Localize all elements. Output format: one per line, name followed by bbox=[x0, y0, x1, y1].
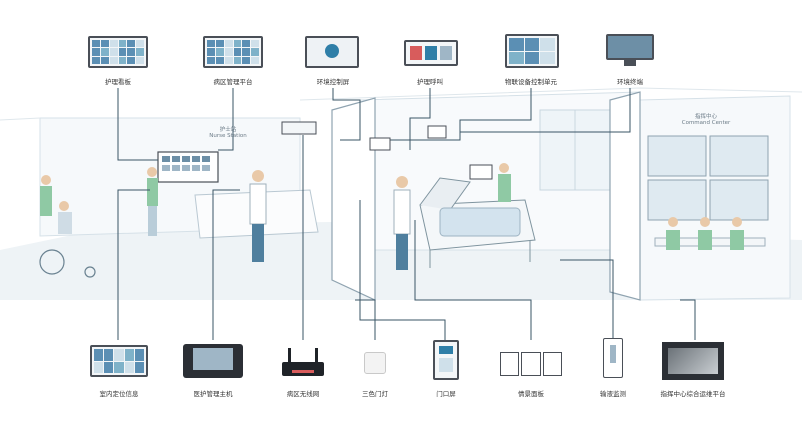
indoor-positioning-label: 室内定位信息 bbox=[99, 390, 139, 398]
command-center-platform-device bbox=[662, 342, 724, 380]
wall-panel-2 bbox=[427, 125, 447, 139]
environment-terminal-label: 环境终端 bbox=[617, 78, 643, 86]
environment-terminal-device bbox=[606, 34, 654, 60]
bed-blanket bbox=[439, 207, 521, 237]
bedside-terminal bbox=[469, 164, 493, 180]
ward-gateway-device bbox=[282, 346, 324, 376]
environment-control-panel-label: 环境控制屏 bbox=[316, 78, 350, 86]
door-screen-label: 门口屏 bbox=[436, 390, 456, 398]
nurse-station-label-en: Nurse Station bbox=[209, 133, 247, 139]
infusion-monitor-device bbox=[603, 338, 623, 378]
ceiling-line bbox=[0, 87, 802, 121]
wall-panel-1 bbox=[369, 137, 391, 151]
scene-panel-label: 情景面板 bbox=[518, 390, 544, 398]
environment-control-panel-device bbox=[305, 36, 359, 68]
ward-management-platform-label: 病区管理平台 bbox=[213, 78, 253, 86]
nurse-left bbox=[147, 167, 158, 236]
door-screen-device bbox=[433, 340, 459, 380]
infusion-monitor-label: 输液监测 bbox=[600, 390, 626, 398]
scene-panel-device bbox=[500, 352, 562, 376]
connector-lines bbox=[117, 88, 696, 340]
environment-terminal-stand bbox=[624, 60, 636, 66]
nursing-host-device bbox=[183, 344, 243, 378]
command-center-label-cn: 指挥中心 bbox=[694, 114, 718, 120]
command-center-wall bbox=[647, 135, 769, 221]
ward-gateway-label: 病区无线网 bbox=[286, 390, 320, 398]
tricolor-door-light-label: 三色门灯 bbox=[362, 390, 388, 398]
nursing-host-label: 医护管理主机 bbox=[193, 390, 233, 398]
tricolor-door-light-device bbox=[364, 352, 386, 374]
ward-door-left bbox=[331, 97, 376, 301]
doctor-ward bbox=[393, 176, 411, 270]
ward-door-right bbox=[609, 91, 641, 301]
nurse-station-label-cn: 护士站 bbox=[219, 127, 237, 133]
nurse-board-label: 护理看板 bbox=[105, 78, 131, 86]
command-center-label-en: Command Center bbox=[681, 120, 731, 126]
nurse-call-label: 护理呼叫 bbox=[417, 78, 443, 86]
ward-management-platform-device bbox=[203, 36, 263, 68]
ceiling-router bbox=[281, 121, 317, 135]
command-center-platform-label: 指挥中心综合运维平台 bbox=[660, 390, 726, 398]
nurse-ward bbox=[498, 163, 511, 202]
indoor-positioning-device bbox=[90, 345, 148, 377]
smart-space-control-unit-device bbox=[505, 34, 559, 68]
smart-space-control-unit-label: 物联设备控制单元 bbox=[505, 78, 557, 86]
doctor-station bbox=[249, 170, 267, 262]
nurse-station-board-cells bbox=[162, 156, 210, 171]
command-center-staff bbox=[666, 217, 744, 250]
nurse-call-device bbox=[404, 40, 458, 66]
nurse-board-device bbox=[88, 36, 148, 68]
patient-wheelchair bbox=[39, 175, 96, 278]
